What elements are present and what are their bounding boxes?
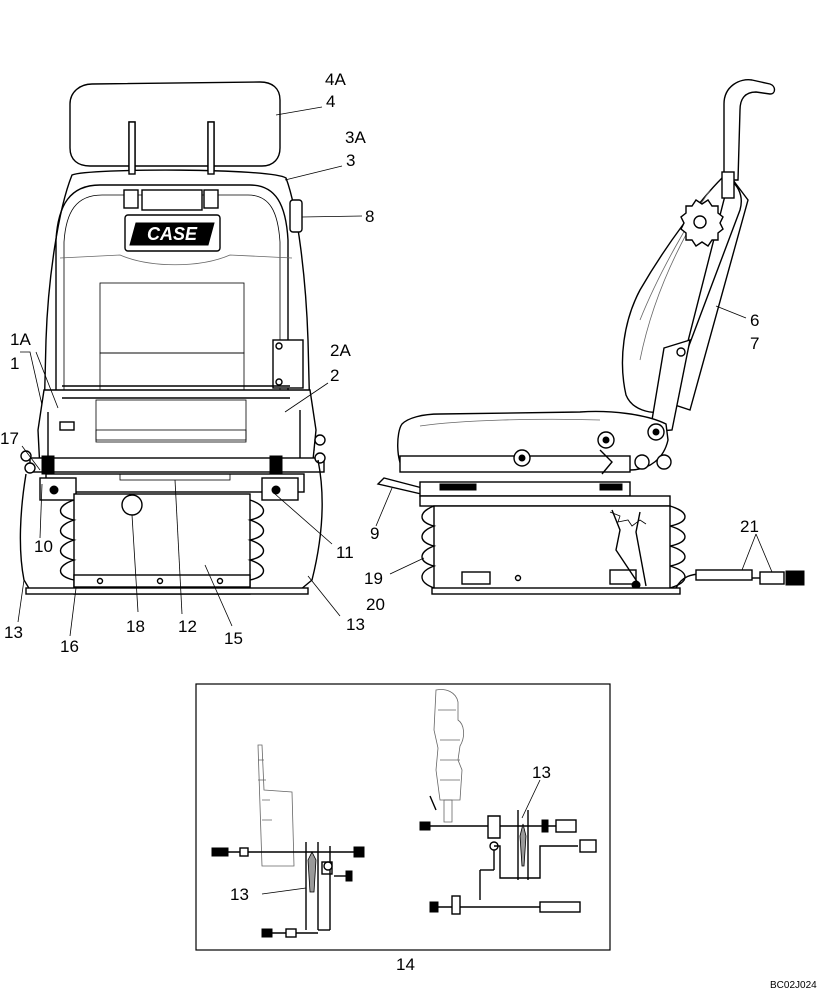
- inset-right-assembly: [419, 689, 597, 915]
- callout-9: 9: [370, 524, 379, 543]
- seat-front-view: CASE: [19, 81, 326, 595]
- callout-21: 21: [740, 517, 759, 536]
- callout-19: 19: [364, 569, 383, 588]
- bellows-right: [247, 499, 265, 581]
- callout-13-right: 13: [346, 615, 365, 634]
- callout-6: 6: [750, 311, 759, 330]
- base-plate: [25, 587, 309, 595]
- inset-caption: 14: [396, 955, 415, 974]
- callout-15: 15: [224, 629, 243, 648]
- headrest: [69, 81, 281, 167]
- callout-3: 3: [346, 151, 355, 170]
- callout-13-left: 13: [4, 623, 23, 642]
- callout-13-inset-left: 13: [230, 885, 249, 904]
- side-headrest: [723, 79, 776, 181]
- callout-11: 11: [336, 543, 354, 562]
- callout-18: 18: [126, 617, 145, 636]
- callout-3a: 3A: [345, 128, 366, 147]
- callout-2a: 2A: [330, 341, 351, 360]
- back-frame-rail: [55, 184, 289, 395]
- callout-1: 1: [10, 354, 19, 373]
- side-bellows-front: [421, 505, 437, 589]
- case-logo-text: CASE: [147, 224, 198, 244]
- suspension-knob: [121, 494, 143, 516]
- bellows-left: [59, 499, 77, 581]
- front-leaders: [17, 106, 363, 637]
- drawing-reference: BC02J024: [770, 980, 817, 991]
- inset-left-assembly: [211, 744, 365, 938]
- callout-13-inset-right: 13: [532, 763, 551, 782]
- callout-17: 17: [0, 429, 19, 448]
- callout-7: 7: [750, 334, 759, 353]
- side-bellows-rear: [669, 505, 686, 589]
- harness-connector: [759, 571, 785, 585]
- callout-10: 10: [34, 537, 53, 556]
- callout-4: 4: [326, 92, 335, 111]
- callout-4a: 4A: [325, 70, 346, 89]
- front-callouts: 4A 4 3A 3 8 1A 1 2A 2 17 10 11 13 13 16 …: [0, 70, 374, 656]
- callout-16: 16: [60, 637, 79, 656]
- lumbar-knob: [289, 199, 303, 233]
- case-logo: CASE: [124, 214, 221, 252]
- callout-20: 20: [366, 595, 385, 614]
- seat-side-view: [376, 79, 805, 595]
- inset-detail: 13 13: [195, 683, 611, 951]
- callout-12: 12: [178, 617, 197, 636]
- callout-1a: 1A: [10, 330, 31, 349]
- callout-2: 2: [330, 366, 339, 385]
- side-callouts: 6 7 9 19 20 21: [364, 311, 759, 614]
- callout-8: 8: [365, 207, 374, 226]
- boot-cover: [19, 473, 31, 591]
- side-leaders: [375, 305, 773, 575]
